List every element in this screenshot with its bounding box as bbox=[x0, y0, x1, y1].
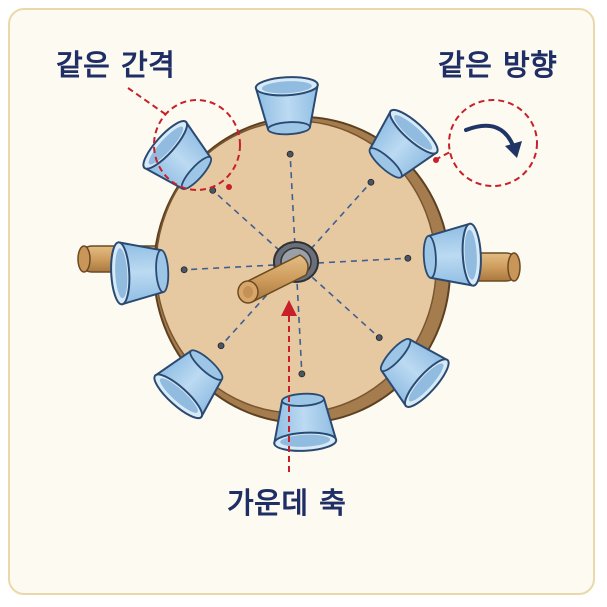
cup-icon bbox=[153, 349, 224, 420]
cup-icon bbox=[142, 120, 213, 191]
hub bbox=[237, 241, 319, 304]
rivet bbox=[180, 266, 188, 274]
same-direction-annotation bbox=[433, 99, 538, 187]
axle-front-icon bbox=[237, 254, 309, 304]
spoke-line bbox=[289, 154, 296, 245]
spoke-line bbox=[296, 283, 303, 374]
spoke-line bbox=[310, 181, 372, 250]
spoke-line bbox=[317, 257, 408, 264]
rivet bbox=[375, 334, 383, 342]
center-axis-arrow bbox=[281, 300, 297, 472]
rotation-arrow-icon bbox=[464, 123, 522, 158]
spoke-line bbox=[311, 276, 380, 339]
rivet bbox=[367, 178, 375, 186]
rivet bbox=[217, 342, 225, 350]
spoke-lines bbox=[184, 154, 408, 374]
spoke-line bbox=[184, 264, 275, 271]
cup-icon bbox=[110, 241, 170, 306]
cup-icon bbox=[422, 222, 482, 287]
cup-icon bbox=[379, 337, 450, 408]
rivet bbox=[404, 254, 412, 262]
rivet bbox=[298, 370, 306, 378]
spoke-rivets bbox=[180, 150, 412, 378]
same-direction-label: 같은 방향 bbox=[438, 48, 558, 82]
cup-icon bbox=[368, 108, 439, 179]
cups bbox=[110, 76, 482, 452]
center-axis-label: 가운데 축 bbox=[227, 486, 347, 520]
equal-spacing-annotation bbox=[127, 87, 241, 191]
rivet bbox=[286, 150, 294, 158]
equal-spacing-label: 같은 간격 bbox=[56, 48, 176, 82]
cup-icon bbox=[254, 76, 319, 136]
spoke-line bbox=[212, 189, 281, 252]
